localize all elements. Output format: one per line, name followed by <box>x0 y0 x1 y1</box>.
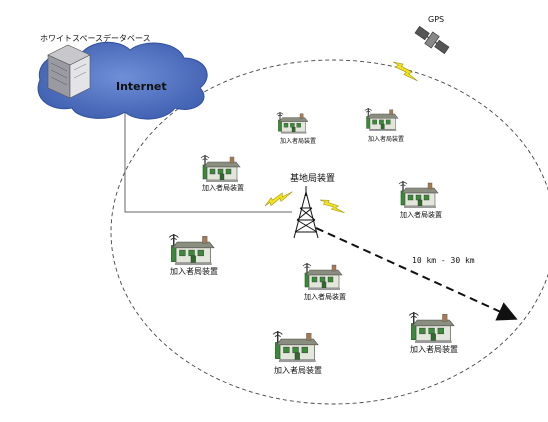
subscriber-station-label: 加入者局装置 <box>304 292 346 301</box>
database-label: ホワイトスペースデータベース <box>40 33 151 43</box>
gps-signal-lightning-icon <box>392 58 418 85</box>
subscriber-station-label: 加入者局装置 <box>280 137 316 145</box>
subscriber-station <box>398 180 439 209</box>
subscriber-station-icon <box>364 107 399 132</box>
coverage-area-ellipse <box>110 59 548 405</box>
subscriber-station <box>408 311 455 344</box>
subscriber-station <box>168 233 215 266</box>
subscriber-station <box>276 111 309 135</box>
subscriber-station <box>302 262 343 291</box>
base-station-signal-right-lightning-icon <box>319 193 345 220</box>
subscriber-station-icon <box>276 111 309 135</box>
subscriber-station-icon <box>200 154 241 183</box>
range-label: 10 km - 30 km <box>412 256 475 265</box>
base-station-tower-icon <box>293 186 319 239</box>
base-station-label: 基地局装置 <box>290 172 335 184</box>
backhaul-link <box>124 110 292 213</box>
subscriber-station-icon <box>302 262 343 291</box>
subscriber-station-label: 加入者局装置 <box>400 210 442 219</box>
subscriber-station-label: 加入者局装置 <box>170 266 218 276</box>
subscriber-station-icon <box>398 180 439 209</box>
subscriber-station-label: 加入者局装置 <box>274 365 322 375</box>
gps-satellite-icon <box>414 26 450 54</box>
range-arrow <box>315 227 518 321</box>
subscriber-station-label: 加入者局装置 <box>410 344 458 354</box>
database-server-icon <box>47 44 91 99</box>
subscriber-station <box>364 107 399 132</box>
subscriber-station-label: 加入者局装置 <box>202 183 244 192</box>
base-station-signal-left-lightning-icon <box>264 185 293 213</box>
internet-label: Internet <box>116 80 167 93</box>
subscriber-station <box>200 154 241 183</box>
subscriber-station-icon <box>408 311 455 344</box>
subscriber-station-icon <box>168 233 215 266</box>
gps-label: GPS <box>428 15 444 24</box>
subscriber-station <box>272 330 319 363</box>
subscriber-station-icon <box>272 330 319 363</box>
subscriber-station-label: 加入者局装置 <box>368 135 404 143</box>
